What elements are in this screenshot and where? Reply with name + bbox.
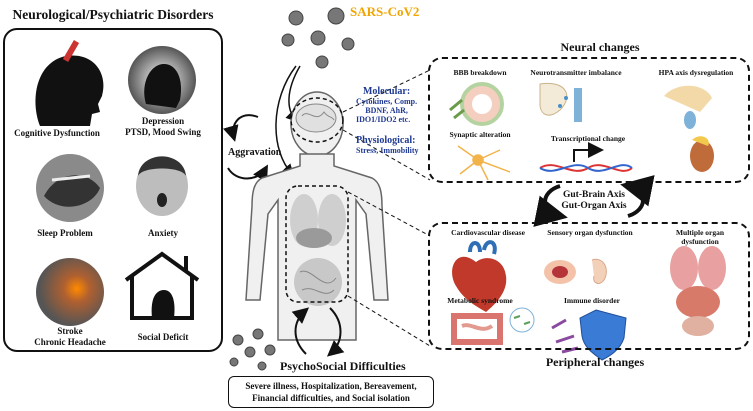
disorders-panel bbox=[3, 28, 223, 352]
physiological-line: Stress, Immobility bbox=[356, 146, 419, 155]
psychosocial-title: PsychoSocial Difficulties bbox=[280, 359, 406, 373]
bbb-vessel-icon bbox=[449, 82, 504, 126]
multiple-organ-label-line2: dysfunction bbox=[681, 237, 719, 246]
stroke-label-line1: Stroke bbox=[57, 326, 83, 336]
molecular-line1: Cytokines, Comp. bbox=[356, 97, 418, 106]
virus-cluster-icon bbox=[281, 7, 355, 69]
connector-neural-top bbox=[342, 69, 431, 113]
left-panel-title: Neurological/Psychiatric Disorders bbox=[12, 7, 214, 22]
immune-disorder-label: Immune disorder bbox=[563, 296, 621, 305]
neurotransmitter-icon bbox=[539, 82, 582, 122]
brain-icon bbox=[295, 103, 337, 133]
molecular-line2: BDNF, AhR, bbox=[365, 106, 408, 115]
aggravation-arrow-bottom bbox=[227, 164, 268, 183]
organs-icon bbox=[290, 194, 346, 306]
psychosocial-line2: Financial difficulties, and Social isola… bbox=[252, 393, 410, 403]
aggravation-label: Aggravation bbox=[228, 147, 282, 158]
bacteria-icon bbox=[509, 307, 535, 333]
psychosocial-line1: Severe illness, Hospitalization, Bereave… bbox=[245, 381, 417, 391]
psychosocial-box: Severe illness, Hospitalization, Bereave… bbox=[228, 376, 434, 408]
psycho-arrow-right bbox=[326, 307, 345, 357]
stroke-label-line2: Chronic Headache bbox=[34, 337, 106, 347]
synaptic-neuron-icon bbox=[457, 145, 511, 181]
gut-brain-axis-label: Gut-Brain Axis bbox=[562, 190, 626, 200]
sleep-problem-icon bbox=[36, 154, 104, 222]
physiological-block: Physiological: Stress, Immobility bbox=[356, 135, 419, 155]
stroke-head-icon bbox=[36, 258, 104, 326]
social-deficit-label: Social Deficit bbox=[137, 332, 189, 342]
synaptic-alteration-label: Synaptic alteration bbox=[449, 130, 511, 139]
cognitive-head-icon bbox=[35, 39, 104, 126]
multiple-organ-label-line1: Multiple organ bbox=[675, 228, 725, 237]
multiple-organ-label: Multiple organ dysfunction bbox=[660, 228, 740, 246]
multiple-organs-icon bbox=[670, 246, 726, 336]
neurotransmitter-imbalance-label: Neurotransmitter imbalance bbox=[530, 68, 622, 77]
anxiety-icon bbox=[136, 156, 188, 216]
sensory-organ-label: Sensory organ dysfunction bbox=[547, 228, 633, 237]
psycho-arrow-left bbox=[291, 307, 310, 355]
aggravation-arrow-top bbox=[223, 114, 259, 142]
connector-periph-bottom bbox=[347, 295, 431, 347]
sitting-person-icon bbox=[151, 290, 175, 318]
heart-icon bbox=[452, 240, 507, 312]
molecular-title: Molecular: bbox=[362, 86, 411, 97]
virus-label: SARS-CoV2 bbox=[350, 4, 420, 19]
molecular-line3: IDO1/IDO2 etc. bbox=[356, 115, 411, 124]
intestine-icon bbox=[451, 313, 503, 345]
hpa-axis-label: HPA axis dysregulation bbox=[658, 68, 734, 77]
metabolic-syndrome-label: Metabolic syndrome bbox=[447, 296, 513, 305]
cardiovascular-label: Cardiovascular disease bbox=[451, 228, 525, 237]
peripheral-changes-title: Peripheral changes bbox=[545, 355, 645, 369]
neural-changes-title: Neural changes bbox=[560, 40, 640, 54]
molecular-block: Molecular: Cytokines, Comp. BDNF, AhR, I… bbox=[356, 86, 417, 124]
axis-label: Gut-Brain Axis Gut-Organ Axis bbox=[552, 190, 636, 212]
connector-periph-top bbox=[347, 191, 431, 237]
cognitive-dysfunction-label: Cognitive Dysfunction bbox=[14, 128, 100, 138]
depression-label-line2: PTSD, Mood Swing bbox=[125, 127, 201, 137]
anxiety-label: Anxiety bbox=[148, 228, 178, 238]
dna-helix-icon bbox=[539, 142, 633, 172]
sleep-problem-label: Sleep Problem bbox=[37, 228, 93, 238]
axis-arrow-right bbox=[620, 175, 655, 218]
depression-label: Depression PTSD, Mood Swing bbox=[118, 116, 208, 138]
transcriptional-change-label: Transcriptional change bbox=[550, 134, 626, 143]
peripheral-changes-box bbox=[428, 222, 750, 350]
connector-neural-bottom bbox=[342, 129, 431, 181]
gut-organ-axis-label: Gut-Organ Axis bbox=[561, 201, 627, 211]
physiological-title: Physiological: bbox=[356, 135, 416, 146]
depression-icon bbox=[128, 46, 196, 114]
sensory-organ-icon bbox=[544, 258, 607, 284]
virus-cluster-bottom-icon bbox=[229, 328, 276, 371]
hpa-axis-icon bbox=[664, 85, 714, 172]
depression-label-line1: Depression bbox=[141, 116, 185, 126]
neural-changes-box bbox=[428, 57, 750, 183]
bbb-breakdown-label: BBB breakdown bbox=[453, 68, 507, 77]
axis-arrow-left bbox=[533, 184, 568, 227]
brain-highlight bbox=[290, 97, 344, 143]
infection-arrow-body bbox=[275, 65, 297, 177]
stroke-label: Stroke Chronic Headache bbox=[18, 326, 122, 348]
